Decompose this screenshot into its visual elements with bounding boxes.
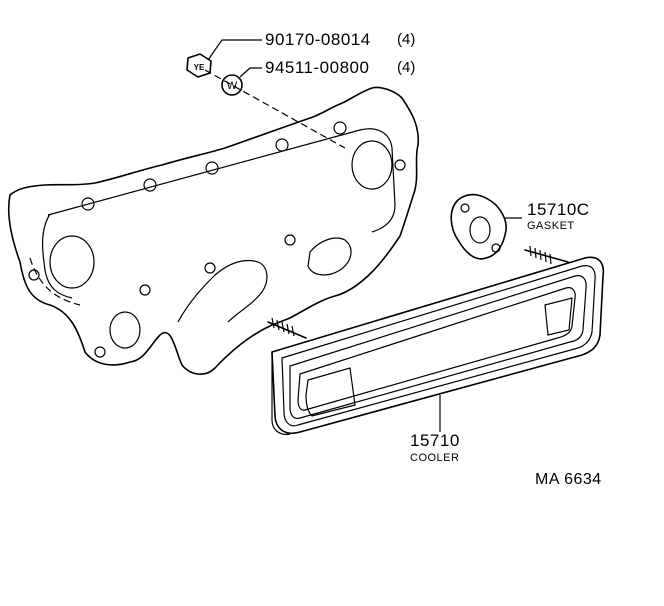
diagram-code: MA 6634 bbox=[535, 471, 602, 488]
washer-symbol: W bbox=[227, 80, 238, 92]
nut-qty: (4) bbox=[397, 31, 415, 48]
install-path-line bbox=[204, 69, 346, 149]
nut-icon: YE bbox=[186, 53, 212, 78]
cooler-part-number: 15710 bbox=[410, 431, 460, 450]
washer-leader-line bbox=[239, 67, 262, 78]
washer-icon: W bbox=[221, 74, 243, 96]
block-housing bbox=[7, 86, 420, 375]
washer-qty: (4) bbox=[397, 59, 415, 76]
gasket-part-number: 15710C bbox=[527, 200, 590, 219]
nut-part-number: 90170-08014 bbox=[265, 30, 371, 49]
gasket-icon bbox=[450, 193, 507, 260]
gasket-name: GASKET bbox=[527, 220, 575, 232]
nut-leader-line bbox=[207, 39, 262, 61]
cooler-icon bbox=[267, 245, 605, 435]
cooler-name: COOLER bbox=[410, 452, 459, 464]
washer-part-number: 94511-00800 bbox=[265, 58, 369, 77]
nut-symbol: YE bbox=[194, 63, 205, 72]
